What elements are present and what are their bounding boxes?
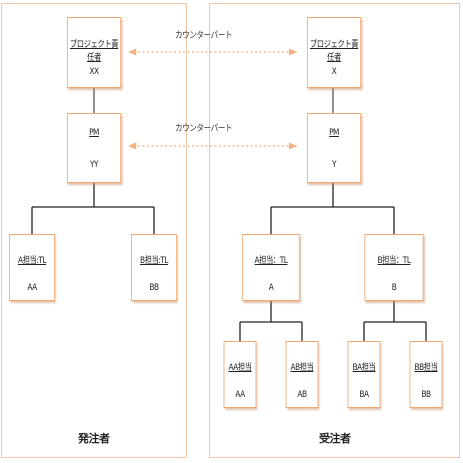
client-b-lead-role: B担当:TL <box>140 256 168 266</box>
contractor-b-lead-role: B担当：TL <box>377 256 411 266</box>
contractor-a-lead-box: A担当：TL A <box>242 234 300 301</box>
contractor-bb-role: BB担当 <box>414 363 438 373</box>
contractor-ab-box: AB担当 AB <box>285 341 319 408</box>
contractor-b-lead-person: B <box>391 283 397 293</box>
contractor-ba-box: BA担当 BA <box>347 341 381 408</box>
counterpart-label-mid: カウンターパート <box>175 124 233 134</box>
client-owner-box: プロジェクト責任者 XX <box>66 17 122 88</box>
contractor-owner-role: プロジェクト責任者 <box>309 40 359 63</box>
contractor-ab-person: AB <box>297 390 307 400</box>
contractor-ba-role: BA担当 <box>352 363 376 373</box>
client-pm-person: YY <box>89 160 99 170</box>
client-a-lead-box: A担当:TL AA <box>9 234 55 301</box>
client-b-lead-box: B担当:TL BB <box>131 234 177 301</box>
contractor-a-lead-role: A担当：TL <box>254 256 288 266</box>
contractor-pm-box: PM Y <box>306 113 362 183</box>
client-b-lead-person: BB <box>149 283 159 293</box>
contractor-panel-label: 受注者 <box>319 432 351 445</box>
contractor-aa-person: AA <box>235 390 245 400</box>
client-owner-role: プロジェクト責任者 <box>69 40 119 63</box>
client-pm-box: PM YY <box>66 113 122 183</box>
counterpart-label-top: カウンターパート <box>175 31 233 41</box>
client-pm-role: PM <box>89 128 99 138</box>
client-a-lead-person: AA <box>27 283 37 293</box>
contractor-bb-box: BB担当 BB <box>409 341 443 408</box>
contractor-ab-role: AB担当 <box>290 363 314 373</box>
client-panel-label: 発注者 <box>78 432 110 445</box>
contractor-owner-person: X <box>331 67 337 77</box>
contractor-pm-person: Y <box>331 160 337 170</box>
client-a-lead-role: A担当:TL <box>18 256 46 266</box>
contractor-bb-person: BB <box>421 390 431 400</box>
contractor-aa-box: AA担当 AA <box>223 341 257 408</box>
contractor-pm-role: PM <box>329 128 339 138</box>
contractor-b-lead-box: B担当：TL B <box>364 234 424 301</box>
contractor-aa-role: AA担当 <box>228 363 252 373</box>
contractor-ba-person: BA <box>359 390 369 400</box>
client-owner-person: XX <box>89 67 99 77</box>
contractor-a-lead-person: A <box>268 283 274 293</box>
contractor-owner-box: プロジェクト責任者 X <box>306 17 362 88</box>
